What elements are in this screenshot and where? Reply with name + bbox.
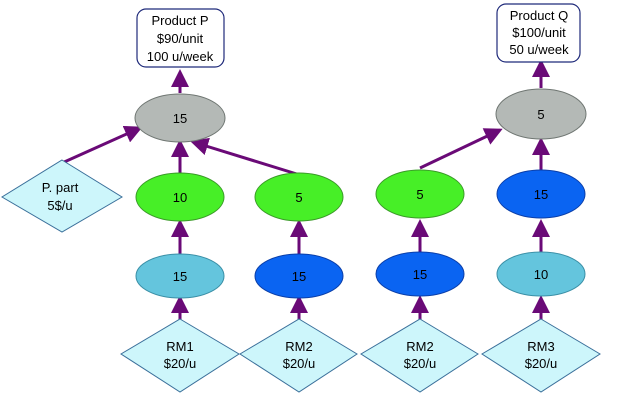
rm1-label: RM1 xyxy=(166,339,193,354)
product-p-box: Product P $90/unit 100 u/week xyxy=(136,8,225,68)
assembly-q-value: 5 xyxy=(537,107,544,122)
rm3-cost: $20/u xyxy=(525,356,558,371)
arrow-col3-upper-to-q-assembly xyxy=(419,128,503,170)
product-p-name: Product P xyxy=(151,13,208,28)
col1-upper-value: 10 xyxy=(173,190,187,205)
rm2b-diamond: RM2 $20/u xyxy=(360,318,479,393)
col3-lower-node: 15 xyxy=(375,251,465,297)
rm2b-label: RM2 xyxy=(406,339,433,354)
col3-lower-value: 15 xyxy=(413,267,427,282)
col2-lower-value: 15 xyxy=(292,269,306,284)
rm2b-cost: $20/u xyxy=(404,356,437,371)
col1-upper-node: 10 xyxy=(135,172,225,222)
product-q-name: Product Q xyxy=(510,8,569,23)
rm2a-cost: $20/u xyxy=(283,356,316,371)
purchased-part-label: P. part xyxy=(42,180,79,195)
col4-upper-node: 15 xyxy=(496,169,586,219)
col1-lower-node: 15 xyxy=(135,253,225,299)
col4-upper-value: 15 xyxy=(534,187,548,202)
product-q-demand: 50 u/week xyxy=(509,42,569,57)
assembly-p-value: 15 xyxy=(173,111,187,126)
col1-lower-value: 15 xyxy=(173,269,187,284)
purchased-part-cost: 5$/u xyxy=(47,198,72,213)
col4-lower-value: 10 xyxy=(534,267,548,282)
col3-upper-node: 5 xyxy=(375,169,465,219)
rm1-cost: $20/u xyxy=(164,356,197,371)
product-p-price: $90/unit xyxy=(157,31,204,46)
rm2a-diamond: RM2 $20/u xyxy=(239,318,358,393)
rm1-diamond: RM1 $20/u xyxy=(120,318,240,393)
col4-lower-node: 10 xyxy=(496,251,586,297)
product-q-box: Product Q $100/unit 50 u/week xyxy=(496,3,581,63)
col2-upper-value: 5 xyxy=(295,190,302,205)
purchased-part-diamond: P. part 5$/u xyxy=(1,159,123,233)
product-p-demand: 100 u/week xyxy=(147,49,214,64)
product-q-price: $100/unit xyxy=(512,25,566,40)
col2-upper-node: 5 xyxy=(254,172,344,222)
arrow-purchased-part-to-p-assembly xyxy=(61,125,143,165)
col3-upper-value: 5 xyxy=(416,187,423,202)
rm2a-label: RM2 xyxy=(285,339,312,354)
arrow-col2-upper-to-p-assembly xyxy=(190,137,301,177)
rm3-diamond: RM3 $20/u xyxy=(481,318,601,393)
assembly-q-node: 5 xyxy=(495,88,587,140)
rm3-label: RM3 xyxy=(527,339,554,354)
assembly-p-node: 15 xyxy=(134,93,226,143)
col2-lower-node: 15 xyxy=(254,253,344,299)
